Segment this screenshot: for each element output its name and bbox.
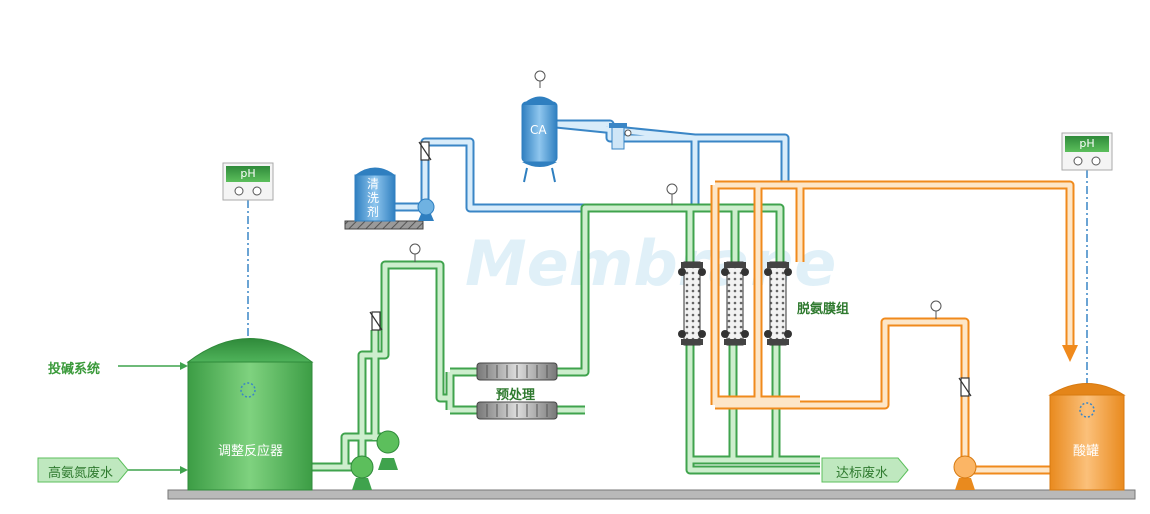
dosing-system-label: 投碱系统 [48,362,101,377]
cleaning-agent-label: 清洗剂 [367,177,380,219]
cleaning-pipeline [395,119,790,213]
regulating-reactor-tank [186,338,314,491]
output-badge [821,457,909,483]
acid-pump [953,455,977,490]
deammonia-membrane-group-label: 脱氨膜组 [797,302,850,317]
acid-pipeline [710,180,1078,475]
dosing-arrow [118,362,188,370]
compliant-wastewater-label: 达标废水 [836,466,889,481]
membrane-module-2 [721,261,749,346]
ph-left-label: pH [240,167,256,180]
membrane-module-group [678,261,792,346]
high-ammonia-wastewater-label: 高氨氮废水 [48,466,114,481]
cleaning-agent-tank [344,167,424,230]
pretreatment-filters [476,362,558,420]
ph-right-label: pH [1079,137,1095,150]
pressure-gauges [409,183,942,319]
air-filter-regulator [609,123,632,150]
acid-tank-label: 酸罐 [1073,444,1100,459]
ground-base [167,489,1136,500]
pretreatment-label: 预处理 [496,388,536,403]
input-badge [37,457,129,483]
ca-tank [521,70,558,183]
acid-tank [1048,383,1126,491]
regulating-reactor-label: 调整反应器 [218,444,284,459]
membrane-module-1 [678,261,706,346]
ph-meter-left [222,162,274,201]
cleaning-pump [417,198,435,221]
membrane-module-3 [764,261,792,346]
ca-tank-label: CA [530,123,547,137]
valves [369,141,972,397]
ph-meter-right [1061,132,1113,171]
wastewater-arrow [128,466,188,474]
feed-pump-2 [376,430,400,470]
feed-pump-1 [350,455,374,490]
